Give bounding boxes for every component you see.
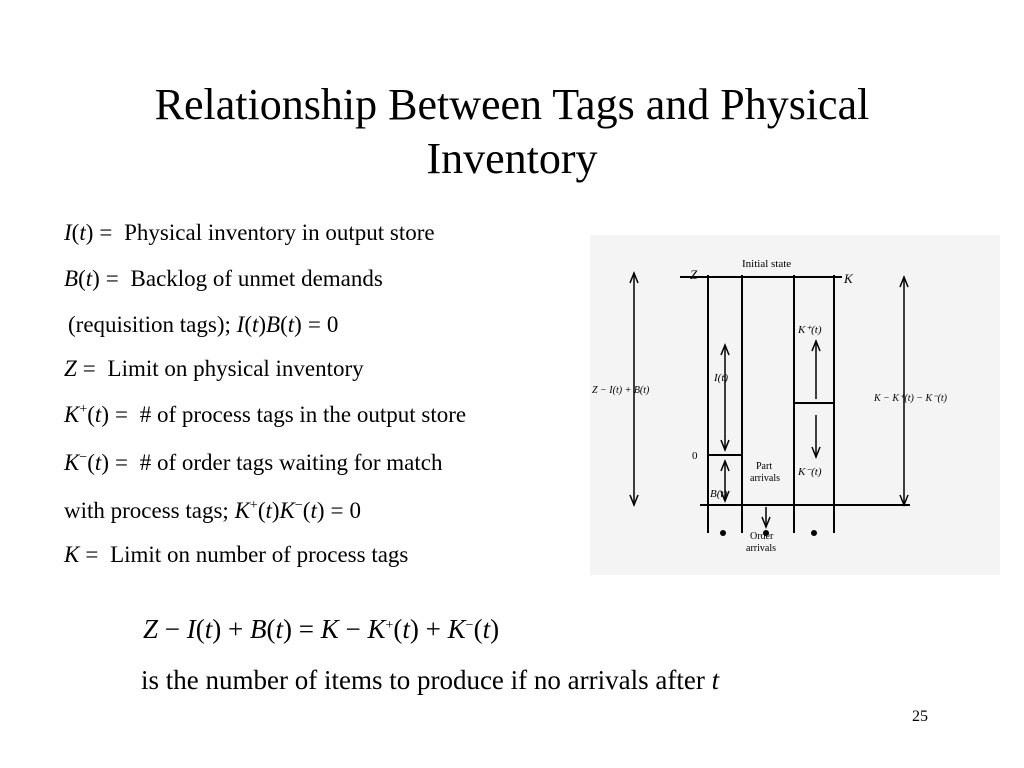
label-kplus: K⁺(t) bbox=[797, 324, 822, 336]
definition-requisition: (requisition tags); I(t)B(t)=0 bbox=[68, 312, 339, 337]
definition-kminus-text: # of order tags waiting for match bbox=[139, 450, 443, 475]
definition-inventory: I(t)= Physical inventory in output store bbox=[64, 220, 435, 245]
definition-backlog: B(t)= Backlog of unmet demands bbox=[64, 266, 383, 291]
label-part-arrivals-1: Part bbox=[756, 461, 772, 472]
diagram-dots bbox=[720, 530, 817, 536]
definition-kplus: K+(t)= # of process tags in the output s… bbox=[64, 402, 467, 427]
diagram-arrows bbox=[629, 270, 909, 530]
label-kminus: K⁻(t) bbox=[797, 466, 822, 478]
page-number: 25 bbox=[912, 708, 928, 725]
slide-title: Relationship Between Tags and Physical I… bbox=[0, 78, 1024, 186]
label-zero: 0 bbox=[692, 450, 698, 462]
label-b: B(t) bbox=[710, 488, 727, 500]
definition-z: Z= Limit on physical inventory bbox=[64, 356, 364, 381]
label-order-arrivals-1: Order bbox=[750, 531, 774, 542]
main-equation: Z − I(t) + B(t) = K − K+(t) + K−(t) bbox=[143, 614, 500, 644]
label-k: K bbox=[843, 271, 854, 286]
definition-requisition-text: (requisition tags); bbox=[68, 312, 237, 337]
title-line-2: Inventory bbox=[426, 134, 598, 183]
label-z: Z bbox=[690, 267, 698, 282]
label-part-arrivals-2: arrivals bbox=[750, 473, 780, 484]
equation-caption-text: is the number of items to produce if no … bbox=[141, 665, 712, 695]
label-order-arrivals-2: arrivals bbox=[746, 543, 776, 554]
label-initial-state: Initial state bbox=[742, 258, 791, 270]
definition-match: with process tags; K+(t)K−(t)=0 bbox=[64, 498, 362, 523]
equation-caption: is the number of items to produce if no … bbox=[141, 665, 720, 695]
title-line-1: Relationship Between Tags and Physical bbox=[154, 80, 870, 129]
definition-inventory-text: Physical inventory in output store bbox=[124, 220, 435, 245]
definition-z-text: Limit on physical inventory bbox=[107, 356, 364, 381]
definition-kminus: K−(t)= # of order tags waiting for match bbox=[64, 450, 443, 475]
definition-k-text: Limit on number of process tags bbox=[110, 542, 409, 567]
label-right-expr: K − K⁺(t) − K⁻(t) bbox=[873, 393, 948, 404]
tag-inventory-diagram: Initial state Z K Z − I(t) + B(t) K − K⁺… bbox=[590, 235, 1000, 575]
diagram-lines bbox=[680, 275, 910, 533]
definition-match-text: with process tags; bbox=[64, 498, 235, 523]
definition-kplus-text: # of process tags in the output store bbox=[139, 402, 467, 427]
label-left-expr: Z − I(t) + B(t) bbox=[592, 385, 650, 396]
definition-backlog-text: Backlog of unmet demands bbox=[130, 266, 383, 291]
diagram-svg: Initial state Z K Z − I(t) + B(t) K − K⁺… bbox=[590, 235, 1000, 575]
label-i: I(t) bbox=[713, 372, 728, 384]
definition-k: K= Limit on number of process tags bbox=[64, 542, 409, 567]
